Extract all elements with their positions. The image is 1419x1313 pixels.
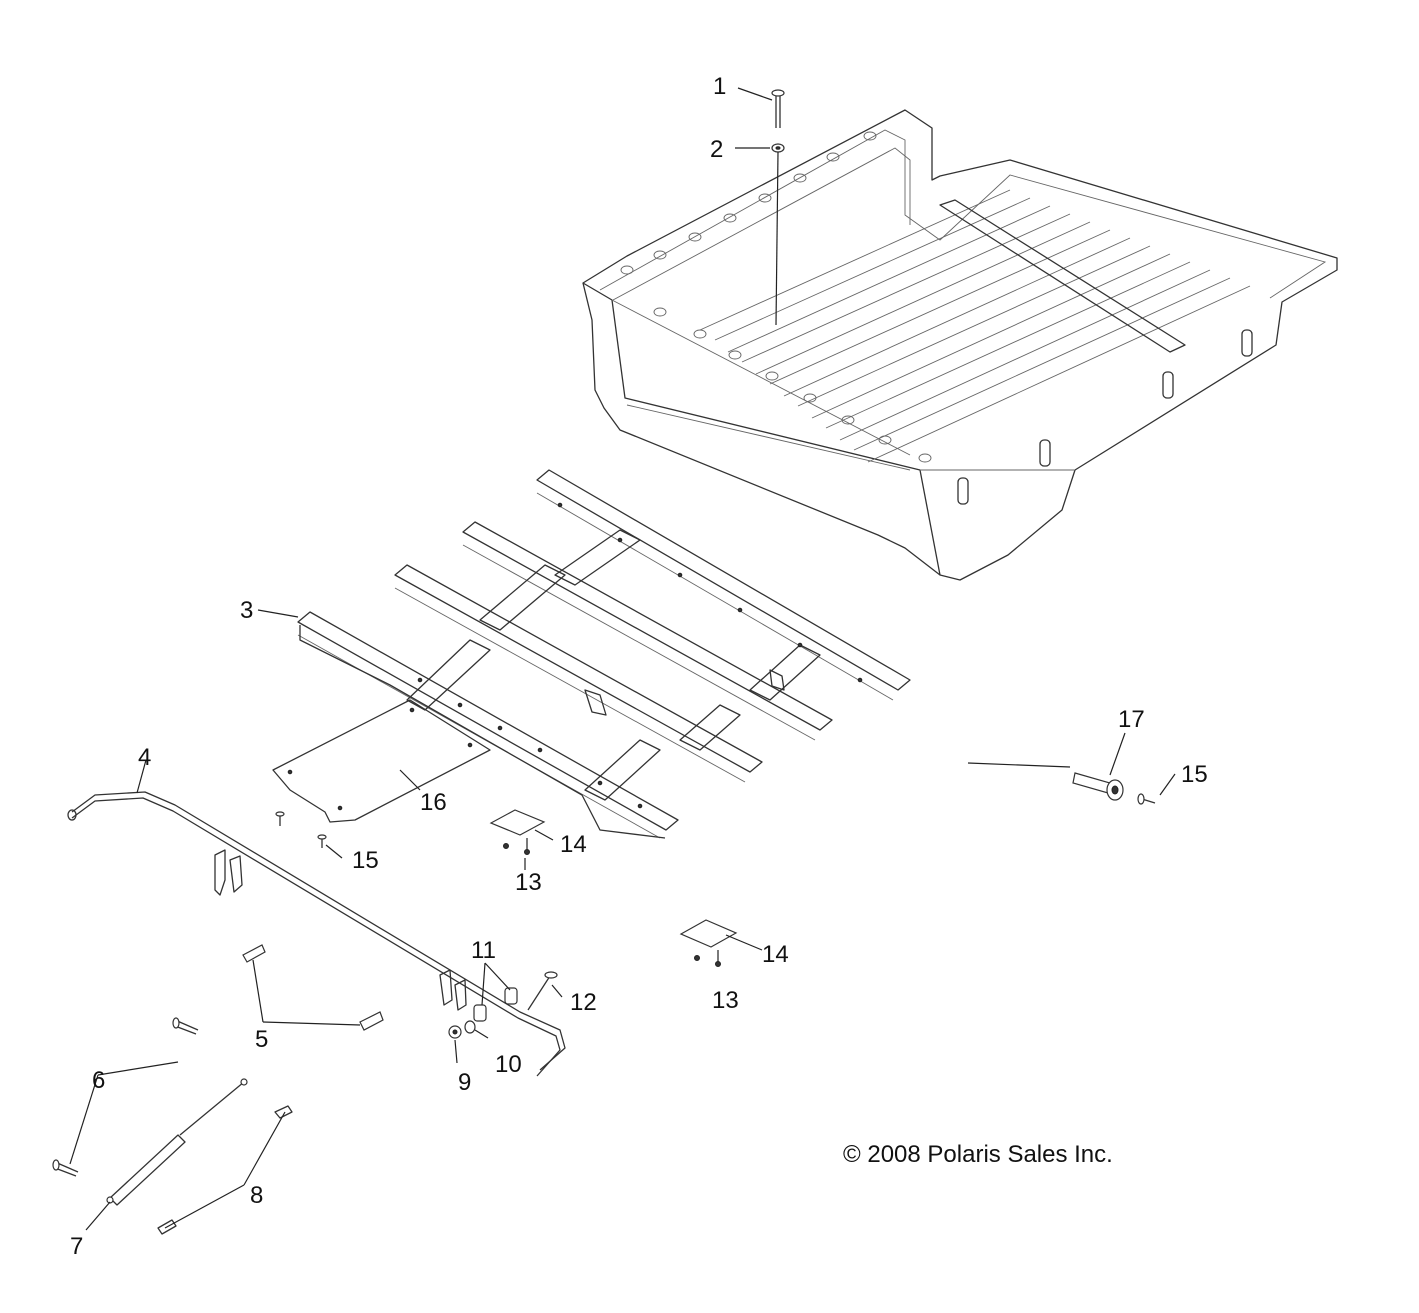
gas-spring-part-7: [106, 1078, 248, 1206]
bed-frame: [297, 469, 911, 839]
bolt-part-12: [527, 971, 558, 1011]
callout-12: 12: [570, 989, 597, 1016]
copyright-text: © 2008 Polaris Sales Inc.: [843, 1141, 1113, 1168]
washer-part-2: [771, 143, 785, 153]
callout-15-left: 15: [352, 847, 379, 874]
callout-8: 8: [250, 1182, 263, 1209]
screw-part-13: [503, 838, 721, 967]
latch-rod: [67, 791, 566, 1077]
callout-labels: 1 2 3 4 5 6 7 8 9 10 11 12 13 13 14 14 1…: [70, 73, 1208, 1260]
leader-lines: [69, 87, 1176, 1231]
clip-part-8: [157, 1105, 293, 1235]
callout-10: 10: [495, 1051, 522, 1078]
washer-part-10: [464, 1020, 476, 1034]
callout-13-lower: 13: [712, 987, 739, 1014]
bumper-part-5: [242, 944, 384, 1031]
callout-1: 1: [713, 73, 726, 100]
bolt-part-1: [771, 89, 785, 128]
callout-11: 11: [471, 937, 496, 964]
cargo-box: [582, 109, 1338, 581]
nut-part-9: [448, 1025, 462, 1039]
callout-9: 9: [458, 1069, 471, 1096]
callout-2: 2: [710, 136, 723, 163]
callout-5: 5: [255, 1026, 268, 1053]
callout-3: 3: [240, 597, 253, 624]
callout-7: 7: [70, 1233, 83, 1260]
callout-17: 17: [1118, 706, 1145, 733]
callout-16: 16: [420, 789, 447, 816]
pin-part-6: [52, 1017, 199, 1177]
callout-15-right: 15: [1181, 761, 1208, 788]
pad-part-14: [489, 809, 738, 948]
callout-14-upper: 14: [560, 831, 587, 858]
callout-4: 4: [138, 744, 151, 771]
callout-6: 6: [92, 1067, 105, 1094]
bushing-part-11: [473, 987, 518, 1022]
skid-plate: [272, 699, 491, 823]
callout-14-lower: 14: [762, 941, 789, 968]
callout-13-upper: 13: [515, 869, 542, 896]
screw-part-15: [275, 793, 1156, 848]
pin-part-17: [1072, 772, 1124, 801]
